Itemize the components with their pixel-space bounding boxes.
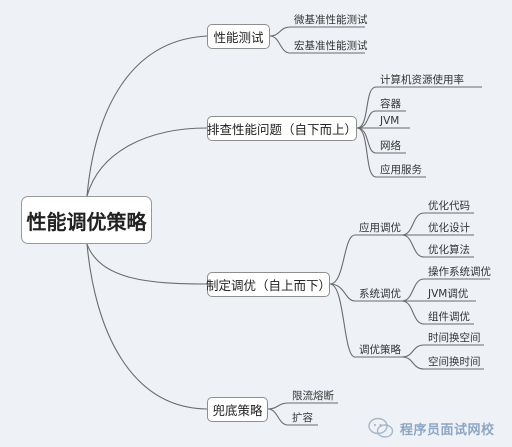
watermark: 程序员面试网校: [368, 409, 512, 447]
group-system-tuning[interactable]: 系统调优: [359, 288, 401, 300]
leaf-optimize-design[interactable]: 优化设计: [428, 222, 470, 234]
leaf-macro-benchmark[interactable]: 宏基准性能测试: [294, 40, 368, 52]
leaf-resource-usage[interactable]: 计算机资源使用率: [380, 74, 464, 86]
leaf-container[interactable]: 容器: [380, 98, 401, 110]
leaf-space-for-time[interactable]: 空间换时间: [428, 356, 481, 368]
group-tuning-strategy[interactable]: 调优策略: [359, 344, 401, 356]
leaf-jvm[interactable]: JVM: [380, 115, 400, 127]
branch-fallback-strategy[interactable]: 兜底策略: [207, 397, 268, 422]
leaf-scale-out[interactable]: 扩容: [292, 412, 313, 424]
root-node[interactable]: 性能调优策略: [21, 196, 152, 244]
leaf-jvm-tuning[interactable]: JVM调优: [428, 288, 469, 300]
leaf-micro-benchmark[interactable]: 微基准性能测试: [294, 14, 368, 26]
leaf-optimize-code[interactable]: 优化代码: [428, 200, 470, 212]
branch-tuning-plan[interactable]: 制定调优（自上而下）: [206, 272, 331, 297]
leaf-network[interactable]: 网络: [380, 140, 401, 152]
leaf-component-tuning[interactable]: 组件调优: [428, 311, 470, 323]
watermark-text: 程序员面试网校: [400, 422, 495, 438]
leaf-rate-limit-circuit-break[interactable]: 限流熔断: [292, 390, 334, 402]
branch-performance-test[interactable]: 性能测试: [207, 24, 270, 49]
group-app-tuning[interactable]: 应用调优: [359, 222, 401, 234]
wechat-icon: [368, 417, 394, 438]
leaf-time-for-space[interactable]: 时间换空间: [428, 332, 481, 344]
leaf-os-tuning[interactable]: 操作系统调优: [428, 266, 491, 278]
leaf-app-service[interactable]: 应用服务: [380, 164, 422, 176]
leaf-optimize-algorithm[interactable]: 优化算法: [428, 244, 470, 256]
branch-investigate-issues[interactable]: 排查性能问题（自下而上）: [207, 116, 357, 141]
